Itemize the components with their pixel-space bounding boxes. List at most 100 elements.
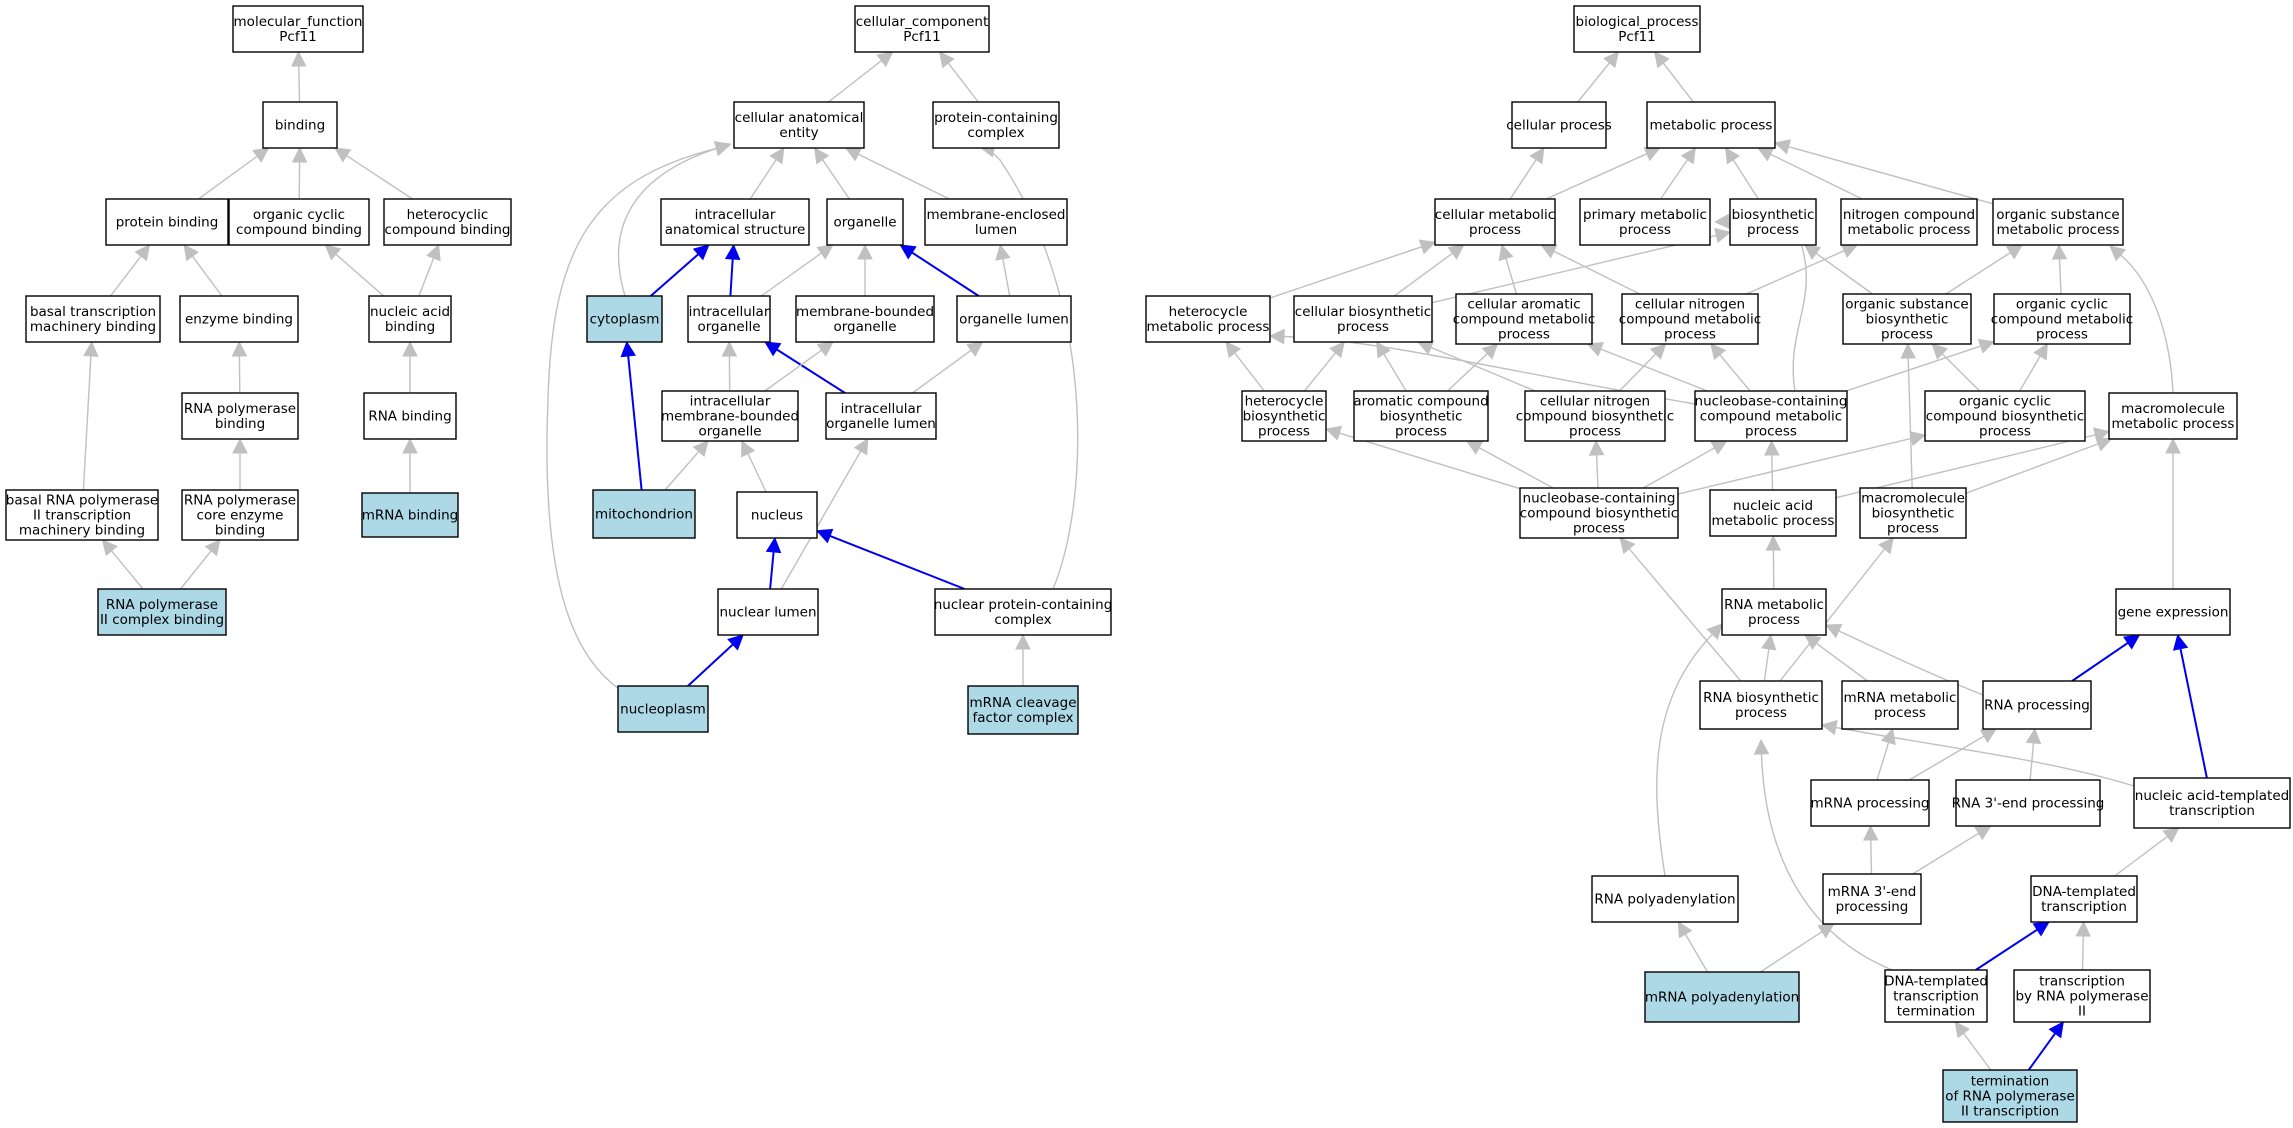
edge-cellular_biosynthetic_process-to-cellular_metabolic_process-arrowhead: [1447, 244, 1465, 260]
edge-intracellular_organelle_lumen-to-intracellular_organelle-arrowhead: [764, 341, 782, 357]
edge-intracellular_organelle-to-organelle-arrowhead: [816, 244, 834, 260]
term-label-line: RNA 3'-end processing: [1952, 796, 2105, 812]
term-box: [1579, 198, 1711, 246]
edge-cellular_metabolic_process-to-metabolic_process: [1545, 153, 1648, 200]
term-node-nuclear-lumen[interactable]: nuclear lumen: [717, 588, 819, 636]
edge-cellular_aromatic_compound_metabolic_process-to-cellular_metabolic_process-arrowhead: [1498, 243, 1514, 262]
term-node-enzyme-binding[interactable]: enzyme binding: [179, 295, 299, 343]
edge-cellular_nitrogen_compound_biosynthetic_process-to-cellular_nitrogen_compound_metabolic_process: [1618, 353, 1657, 392]
term-node-rna-3end-processing[interactable]: RNA 3'-end processing: [1952, 779, 2105, 827]
edge-nucleobase_containing_compound_metabolic_process-to-organic_cyclic_compound_metabolic_process-arrowhead: [1977, 338, 1996, 354]
term-node-nucleus[interactable]: nucleus: [736, 491, 818, 539]
term-box: [361, 492, 459, 538]
term-node-binding[interactable]: binding: [262, 101, 338, 149]
term-label-line: nuclear protein-containing: [934, 597, 1113, 613]
term-node-cytoplasm[interactable]: cytoplasm: [586, 295, 663, 343]
term-box: [1524, 390, 1666, 442]
term-node-protein-binding[interactable]: protein binding: [105, 198, 229, 246]
edge-mrna_3end_processing-to-rna_3end_processing-arrowhead: [1974, 825, 1992, 841]
term-node-mrna-binding[interactable]: mRNA binding: [361, 492, 459, 538]
term-label-line: organic cyclic: [253, 207, 345, 223]
term-node-nucleoplasm[interactable]: nucleoplasm: [617, 685, 709, 733]
edge-nucleic_acid_binding-to-organic_cyclic_compound_binding-arrowhead: [324, 244, 342, 261]
edge-nucleus-to-intracellular_membrane_bounded_organelle-arrowhead: [741, 439, 756, 458]
term-node-mrna-polyadenylation[interactable]: mRNA polyadenylation: [1644, 971, 1800, 1023]
term-label-line: biological_process: [1576, 14, 1699, 30]
term-node-metabolic-process[interactable]: metabolic process: [1646, 101, 1776, 149]
term-node-organelle[interactable]: organelle: [826, 198, 904, 246]
term-box: [179, 295, 299, 343]
term-node-cellular-process[interactable]: cellular process: [1506, 101, 1612, 149]
term-label-line: cellular_component: [856, 14, 988, 30]
term-label-line: transcription: [2169, 803, 2255, 819]
term-node-rna-polyadenylation[interactable]: RNA polyadenylation: [1591, 875, 1739, 923]
term-node-rna-binding[interactable]: RNA binding: [363, 392, 457, 440]
edge-rna_processing-to-rna_metabolic_process: [1838, 630, 1984, 696]
edge-rna_metabolic_process-to-nucleic_acid_metabolic_process-arrowhead: [1765, 534, 1782, 551]
term-label-line: RNA polymerase: [106, 597, 218, 613]
term-node-mrna-processing[interactable]: mRNA processing: [1810, 779, 1930, 827]
term-node-mitochondrion[interactable]: mitochondrion: [592, 489, 696, 539]
edge-nuclear_lumen-to-nucleus: [769, 551, 775, 590]
edge-cellular_nitrogen_compound_metabolic_process-to-nitrogen_compound_metabolic_process: [1746, 250, 1845, 295]
term-node-gene-expression[interactable]: gene expression: [2115, 588, 2231, 636]
term-label-line: process: [1881, 327, 1933, 343]
term-node-rna-processing[interactable]: RNA processing: [1982, 680, 2092, 730]
term-node-organelle-lumen[interactable]: organelle lumen: [956, 295, 1072, 343]
term-label-line: RNA processing: [1984, 698, 2090, 714]
term-box: [592, 489, 696, 539]
term-label-line: of RNA polymerase: [1945, 1089, 2075, 1105]
edge-nucleus-to-intracellular_membrane_bounded_organelle: [747, 453, 767, 493]
